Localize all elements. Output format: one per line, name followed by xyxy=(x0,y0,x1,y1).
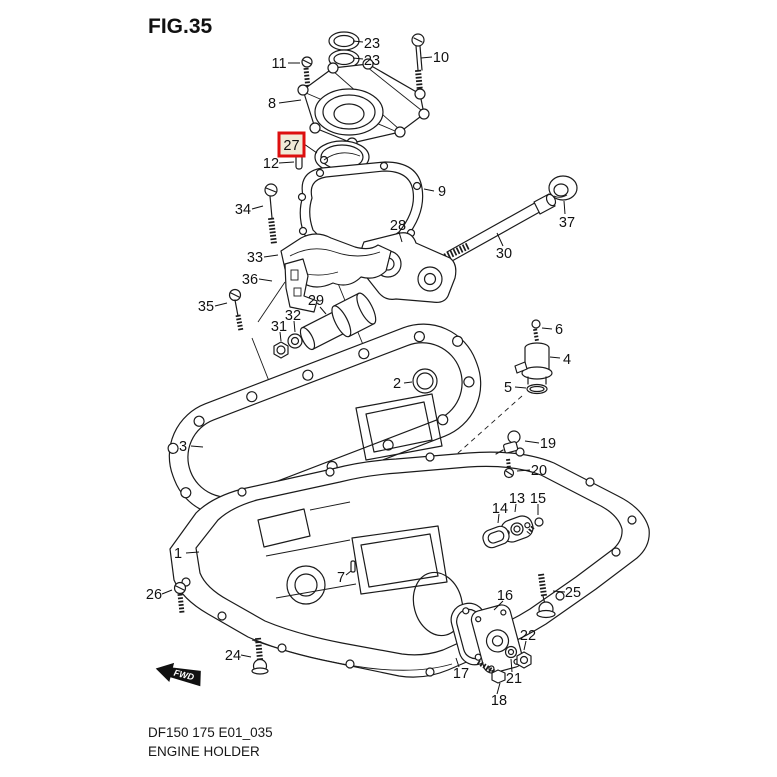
part-34-bolt xyxy=(264,183,278,245)
callout-10: 10 xyxy=(433,50,449,66)
callout-26: 26 xyxy=(146,587,162,603)
callout-37: 37 xyxy=(559,215,575,231)
callout-23-b: 23 xyxy=(364,53,380,69)
callout-25: 25 xyxy=(565,585,581,601)
callout-8: 8 xyxy=(268,96,276,112)
callout-15: 15 xyxy=(530,491,546,507)
figure-doc-title: ENGINE HOLDER xyxy=(148,744,260,759)
callout-2: 2 xyxy=(393,376,401,392)
callout-18: 18 xyxy=(491,693,507,709)
callout-29: 29 xyxy=(308,293,324,309)
part-32-washer xyxy=(287,333,303,349)
part-23-seals xyxy=(328,31,360,69)
part-35-bolt xyxy=(228,288,244,332)
part-19-sensor xyxy=(495,430,521,455)
part-25-bolt xyxy=(536,573,556,619)
figure-title: FIG.35 xyxy=(148,15,213,38)
callout-6: 6 xyxy=(555,322,563,338)
part-15-bolt xyxy=(526,517,544,535)
part-30-through-bolt xyxy=(443,193,557,262)
part-5-o-ring xyxy=(526,383,548,395)
part-37-seal xyxy=(548,175,578,201)
callout-14: 14 xyxy=(492,501,508,517)
callout-3: 3 xyxy=(179,439,187,455)
fwd-arrow-label: FWD xyxy=(173,668,196,683)
part-1-engine-holder-body xyxy=(169,447,650,678)
callout-32: 32 xyxy=(285,308,301,324)
callout-9: 9 xyxy=(438,184,446,200)
callout-7: 7 xyxy=(337,570,345,586)
callout-20: 20 xyxy=(531,463,547,479)
mount-plate-opening xyxy=(355,393,443,461)
callout-27[interactable]: 27 xyxy=(283,138,299,154)
callout-5: 5 xyxy=(504,380,512,396)
callout-labels: 23 23 11 10 8 12 9 34 37 30 28 33 36 35 … xyxy=(146,36,581,709)
part-2-grommet xyxy=(412,368,438,394)
part-14-gasket xyxy=(482,525,510,549)
part-8-engine-holder-cover xyxy=(297,58,430,149)
callout-4: 4 xyxy=(563,352,571,368)
part-21-washer xyxy=(504,645,518,659)
part-18-bolt xyxy=(476,659,506,684)
callout-12: 12 xyxy=(263,156,279,172)
callout-13: 13 xyxy=(509,491,525,507)
callout-30: 30 xyxy=(496,246,512,262)
red-highlight-box[interactable] xyxy=(277,131,306,158)
callout-36: 36 xyxy=(242,272,258,288)
figure-doc-code: DF150 175 E01_035 xyxy=(148,725,273,740)
part-22-plug xyxy=(516,651,532,669)
callout-17: 17 xyxy=(453,666,469,682)
part-11-bolt xyxy=(301,56,313,90)
selected-part-callout-27[interactable]: 27 xyxy=(277,131,306,158)
callout-16: 16 xyxy=(497,588,513,604)
callout-1: 1 xyxy=(174,546,182,562)
callout-31: 31 xyxy=(271,319,287,335)
callout-leader-lines xyxy=(161,40,566,695)
part-36-bracket xyxy=(284,258,318,313)
callout-11: 11 xyxy=(271,56,286,72)
callout-34: 34 xyxy=(235,202,251,218)
callout-22: 22 xyxy=(520,628,536,644)
callout-24: 24 xyxy=(225,648,241,664)
part-31-nut xyxy=(273,341,289,359)
part-20-bolt xyxy=(503,458,515,479)
part-26-bolt xyxy=(173,581,187,614)
part-7-stud xyxy=(350,560,356,573)
part-10-long-bolt xyxy=(411,33,425,93)
part-24-bolt xyxy=(251,637,269,675)
callout-23-a: 23 xyxy=(364,36,380,52)
callout-28: 28 xyxy=(390,218,406,234)
part-29-damper xyxy=(299,292,377,351)
callout-19: 19 xyxy=(540,436,556,452)
callout-33: 33 xyxy=(247,250,263,266)
fwd-arrow-icon: FWD xyxy=(155,662,201,687)
part-6-bolt xyxy=(531,319,541,342)
part-4-fitting xyxy=(514,342,553,385)
callout-35: 35 xyxy=(198,299,214,315)
callout-21: 21 xyxy=(506,671,522,687)
